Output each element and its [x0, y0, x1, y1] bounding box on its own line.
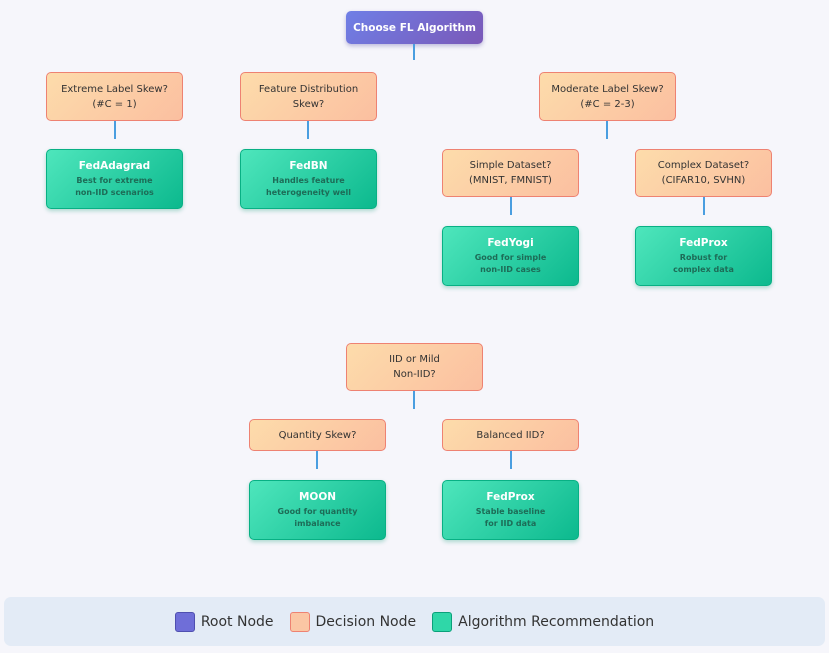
connector-feature-distribution-skew: [307, 121, 309, 139]
decision-complex-dataset: Complex Dataset? (CIFAR10, SVHN): [635, 149, 772, 197]
connector-extreme-label-skew: [114, 121, 116, 139]
algorithm-name: FedAdagrad: [78, 159, 151, 172]
legend-label: Root Node: [200, 613, 274, 630]
connector-complex-dataset: [703, 197, 705, 215]
legend-label: Algorithm Recommendation: [458, 613, 655, 630]
decision-balanced-iid: Balanced IID?: [442, 419, 579, 451]
algorithm-fedyogi: FedYogi Good for simple non-IID cases: [442, 226, 579, 286]
root-node-swatch: [174, 611, 195, 632]
legend: Root Node Decision Node Algorithm Recomm…: [4, 597, 825, 646]
connector-iid-or-mild: [413, 391, 415, 409]
decision-label: Feature Distribution Skew?: [258, 83, 359, 110]
algorithm-swatch: [432, 611, 453, 632]
decision-label: IID or Mild Non-IID?: [389, 354, 440, 380]
root-node-label: Choose FL Algorithm: [353, 21, 476, 34]
algorithm-description: Stable baseline for IID data: [475, 506, 546, 528]
decision-node-swatch: [289, 611, 310, 632]
algorithm-fedprox-complex: FedProx Robust for complex data: [635, 226, 772, 286]
legend-item-decision-node: Decision Node: [289, 611, 417, 632]
algorithm-fedadagrad: FedAdagrad Best for extreme non-IID scen…: [46, 149, 183, 209]
algorithm-description: Good for quantity imbalance: [277, 506, 358, 528]
decision-moderate-label-skew: Moderate Label Skew? (#C = 2-3): [539, 72, 676, 121]
decision-label: Balanced IID?: [476, 429, 545, 441]
algorithm-name: FedYogi: [487, 236, 534, 249]
algorithm-description: Robust for complex data: [673, 252, 734, 274]
algorithm-name: FedBN: [289, 159, 328, 172]
connector-balanced-iid: [510, 451, 512, 469]
root-node-choose-fl-algorithm: Choose FL Algorithm: [346, 11, 483, 44]
connector-moderate-label-skew: [606, 121, 608, 139]
algorithm-name: FedProx: [486, 490, 535, 503]
decision-label: Simple Dataset? (MNIST, FMNIST): [469, 160, 552, 186]
connector-simple-dataset: [510, 197, 512, 215]
algorithm-name: FedProx: [679, 236, 728, 249]
connector-root: [413, 44, 415, 60]
decision-quantity-skew: Quantity Skew?: [249, 419, 386, 451]
decision-label: Moderate Label Skew? (#C = 2-3): [551, 83, 664, 110]
decision-label: Complex Dataset? (CIFAR10, SVHN): [657, 160, 750, 186]
algorithm-description: Best for extreme non-IID scenarios: [75, 175, 154, 197]
decision-iid-or-mild-non-iid: IID or Mild Non-IID?: [346, 343, 483, 391]
decision-extreme-label-skew: Extreme Label Skew? (#C = 1): [46, 72, 183, 121]
legend-item-algorithm-recommendation: Algorithm Recommendation: [432, 611, 655, 632]
connector-quantity-skew: [316, 451, 318, 469]
algorithm-description: Handles feature heterogeneity well: [266, 175, 351, 197]
legend-item-root-node: Root Node: [174, 611, 274, 632]
algorithm-fedprox-iid: FedProx Stable baseline for IID data: [442, 480, 579, 540]
algorithm-moon: MOON Good for quantity imbalance: [249, 480, 386, 540]
decision-feature-distribution-skew: Feature Distribution Skew?: [240, 72, 377, 121]
legend-label: Decision Node: [315, 613, 417, 630]
decision-label: Extreme Label Skew? (#C = 1): [61, 83, 168, 110]
algorithm-description: Good for simple non-IID cases: [474, 252, 547, 274]
algorithm-name: MOON: [298, 490, 337, 503]
decision-simple-dataset: Simple Dataset? (MNIST, FMNIST): [442, 149, 579, 197]
algorithm-fedbn: FedBN Handles feature heterogeneity well: [240, 149, 377, 209]
decision-label: Quantity Skew?: [278, 429, 357, 441]
